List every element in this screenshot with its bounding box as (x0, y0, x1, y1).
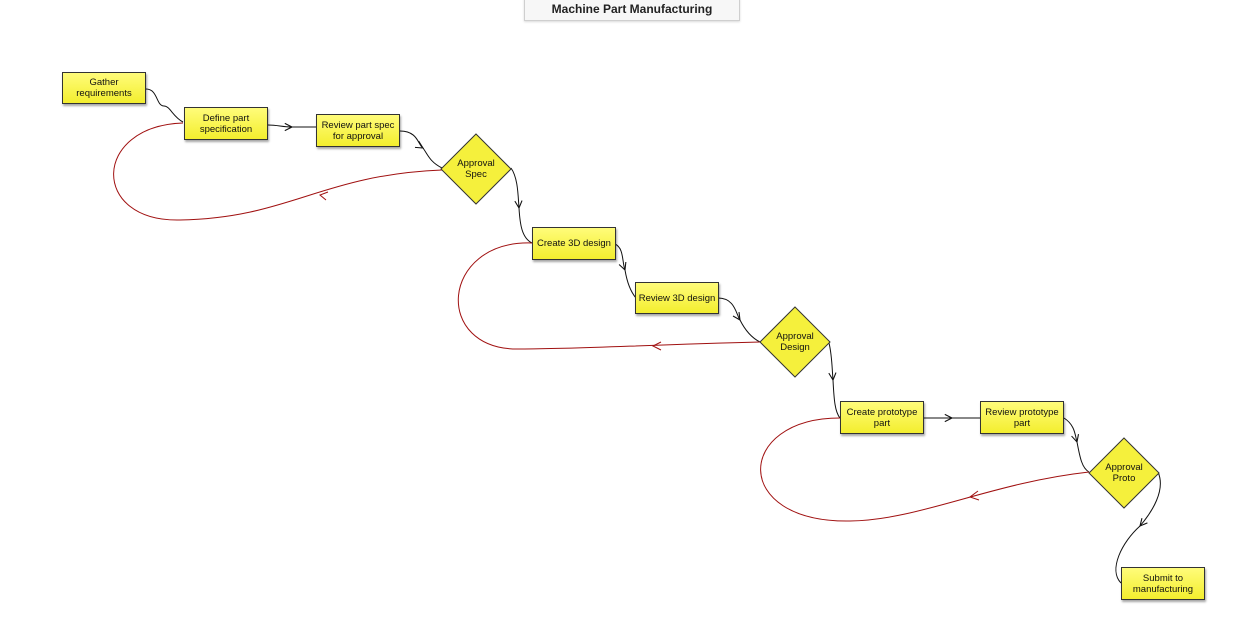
connector-approval-spec-create3d (510, 167, 519, 208)
review-prototype-part-node[interactable]: Review prototype part (980, 401, 1064, 434)
connector-create3d-review3d (614, 243, 625, 270)
reject-loop-proto (760, 417, 1090, 522)
connector-create3d-review3d-tail (624, 269, 637, 299)
reject-arrow-design (651, 341, 662, 351)
connector-review-proto-approval-proto (1063, 417, 1077, 442)
reject-arrow-spec (319, 191, 329, 201)
connector-review3d-approval-design (717, 297, 740, 320)
connector-review-spec-approval-tail (422, 147, 443, 169)
connector-approval-spec-create3d-tail (518, 207, 533, 244)
review-part-spec-node[interactable]: Review part spec for approval (316, 114, 400, 147)
define-part-spec-node[interactable]: Define part specification (184, 107, 268, 140)
approval-proto-diamond[interactable] (1088, 437, 1160, 509)
connector-define-review-spec (267, 125, 292, 127)
reject-loop-spec (113, 122, 443, 221)
connector-review-spec-approval (399, 130, 423, 148)
create-prototype-part-node[interactable]: Create prototype part (840, 401, 924, 434)
connector-gather-define-tail (163, 105, 184, 123)
connector-approval-proto-submit (1140, 471, 1161, 526)
connector-gather-define (145, 88, 165, 107)
create-3d-design-node[interactable]: Create 3D design (532, 227, 616, 260)
gather-requirements-node[interactable]: Gather requirements (62, 72, 146, 104)
connector-review3d-approval-design-tail (739, 319, 761, 343)
connector-approval-design-create-proto (829, 342, 833, 380)
submit-to-manufacturing-node[interactable]: Submit to manufacturing (1121, 567, 1205, 600)
connector-review-proto-approval-proto-tail (1076, 441, 1090, 473)
approval-design-diamond[interactable] (759, 306, 831, 378)
connector-approval-proto-submit-tail (1115, 525, 1141, 584)
review-3d-design-node[interactable]: Review 3D design (635, 282, 719, 314)
reject-arrow-proto (968, 490, 980, 501)
diagram-title: Machine Part Manufacturing (524, 0, 740, 21)
connector-approval-design-create-proto-tail (832, 379, 841, 419)
reject-loop-design (458, 242, 761, 350)
approval-spec-diamond[interactable] (440, 133, 512, 205)
